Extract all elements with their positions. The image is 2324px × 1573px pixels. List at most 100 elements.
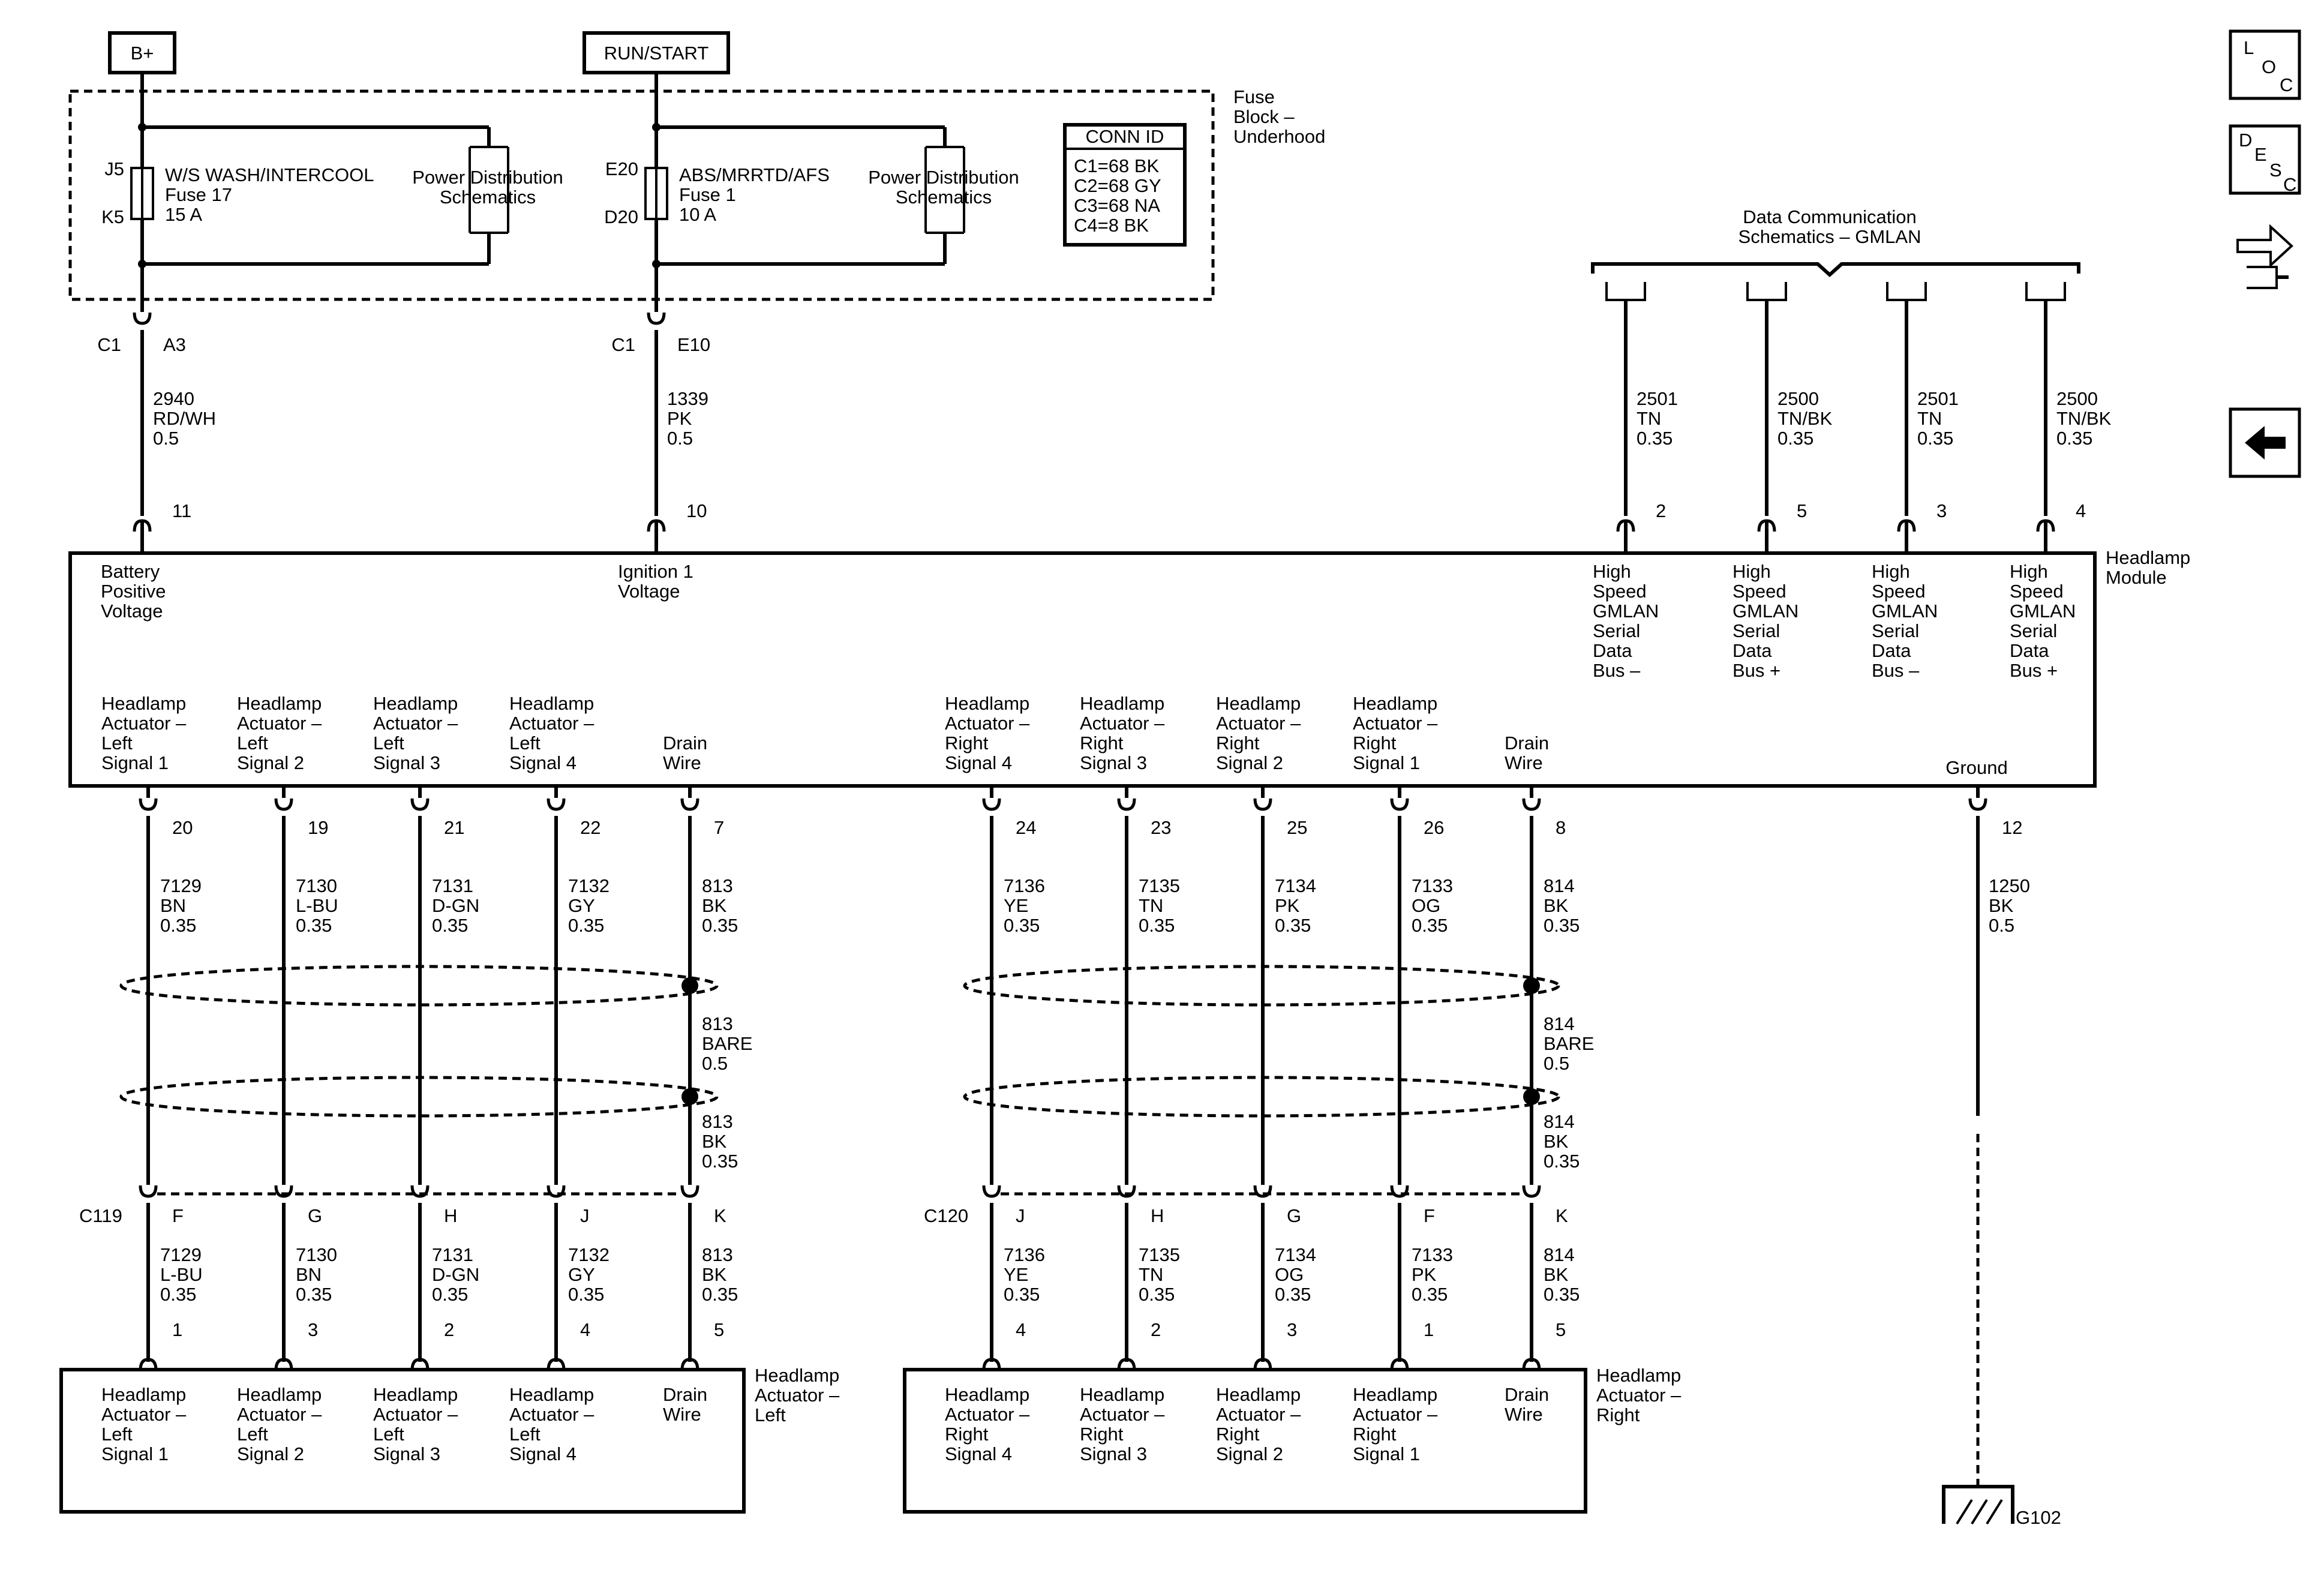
inline-terminal [1117, 1185, 1136, 1198]
fuse-label: Fuse 1 [679, 184, 736, 205]
actuator-name: Headlamp [1596, 1365, 1681, 1386]
c1-terminal [647, 312, 666, 325]
circuit-label: 7136 [1004, 875, 1045, 896]
circuit-label: 0.35 [1544, 915, 1580, 936]
module-pin-label: Voltage [101, 601, 163, 622]
module-name: Module [2106, 567, 2167, 588]
data-comm-stub [1886, 282, 1927, 301]
back-arrow-icon[interactable] [2229, 407, 2301, 478]
circuit-label: L-BU [296, 895, 338, 916]
circuit-label: 1339 [667, 388, 708, 409]
module-pin-label: Right [945, 733, 989, 754]
module-pin-label: Actuator – [509, 713, 594, 734]
actuator-pin-label: Wire [663, 1404, 701, 1425]
actuator-pin-label: Headlamp [237, 1384, 322, 1405]
module-pin-label: Speed [1733, 581, 1786, 602]
circuit-label: 0.35 [568, 915, 604, 936]
module-pin-label: Serial [2010, 620, 2057, 641]
actuator-name: Left [755, 1404, 786, 1425]
data-comm-stub [1605, 282, 1646, 301]
inline-pin: K [1556, 1205, 1568, 1226]
actuator-pin: 5 [1556, 1319, 1566, 1340]
module-terminal [274, 798, 293, 811]
actuator-pin-label: Headlamp [1353, 1384, 1437, 1405]
circuit-label: PK [667, 408, 692, 429]
drain-splice [1523, 977, 1540, 994]
actuator-name: Right [1596, 1404, 1640, 1425]
module-pin-label: Battery [101, 561, 160, 582]
actuator-terminal [1390, 1358, 1409, 1371]
circuit-label: 7135 [1139, 875, 1180, 896]
fuse-label: ABS/MRRTD/AFS [679, 164, 830, 185]
actuator-terminal [274, 1358, 293, 1371]
actuator-pin: 4 [580, 1319, 590, 1340]
inline-connector-name: C120 [924, 1205, 968, 1226]
gmlan-circuit-label: 2501 [1637, 388, 1678, 409]
circuit-label: PK [1275, 895, 1300, 916]
circuit-label: OG [1275, 1264, 1304, 1285]
actuator-name: Actuator – [755, 1385, 840, 1406]
circuit-label: 7132 [568, 875, 609, 896]
actuator-name: Headlamp [755, 1365, 839, 1386]
circuit-label: 0.35 [568, 1284, 604, 1305]
circuit-label: 7136 [1004, 1244, 1045, 1265]
circuit-label: 0.35 [1004, 1284, 1040, 1305]
module-pin-label: Serial [1872, 620, 1919, 641]
actuator-pin-label: Right [1080, 1424, 1124, 1445]
actuator-pin: 1 [1424, 1319, 1434, 1340]
actuator-pin-label: Actuator – [237, 1404, 322, 1425]
gmlan-circuit-label: 0.35 [1917, 428, 1953, 449]
conn-id-box [1063, 123, 1187, 247]
module-pin-label: Actuator – [1353, 713, 1438, 734]
inline-pin: F [1424, 1205, 1435, 1226]
module-pin-label: Speed [1593, 581, 1647, 602]
desc-icon[interactable] [2229, 124, 2301, 195]
circuit-label: 814 [1544, 875, 1575, 896]
ground-circuit-label: BK [1989, 895, 2014, 916]
inline-terminal [1522, 1185, 1541, 1198]
actuator-pin-label: Signal 1 [101, 1443, 169, 1464]
shield-ellipse [963, 965, 1560, 1007]
circuit-label: 7131 [432, 875, 473, 896]
back-arrow-icon[interactable] [2245, 426, 2286, 460]
circuit-label: 0.35 [1544, 1284, 1580, 1305]
module-pin-label: Right [1216, 733, 1260, 754]
module-pin-label: Data [1593, 640, 1632, 661]
module-pin: 20 [172, 817, 193, 838]
actuator-name: Actuator – [1596, 1385, 1682, 1406]
module-pin-label: Wire [1505, 752, 1543, 773]
actuator-terminal [547, 1358, 566, 1371]
module-terminal [1522, 798, 1541, 811]
module-pin: 19 [308, 817, 328, 838]
module-pin-label: Signal 1 [1353, 752, 1420, 773]
module-pin-label: Headlamp [1353, 693, 1437, 714]
inline-pin: J [580, 1205, 590, 1226]
actuator-pin-label: Signal 4 [509, 1443, 577, 1464]
ground-hatch [1971, 1499, 1988, 1525]
drain-splice [681, 977, 698, 994]
circuit-label: 7130 [296, 875, 337, 896]
module-pin-label: Left [237, 733, 268, 754]
circuit-label: 0.5 [667, 428, 693, 449]
conn-id-row: C1=68 BK [1074, 155, 1160, 176]
module-pin: 22 [580, 817, 600, 838]
drain-label: 813 [702, 1111, 733, 1132]
circuit-label: PK [1412, 1264, 1437, 1285]
inline-pin: G [1287, 1205, 1301, 1226]
module-pin-label: Actuator – [101, 713, 187, 734]
drain-label: 0.35 [1544, 1151, 1580, 1172]
module-pin: 3 [1936, 500, 1947, 521]
pds-symbol [924, 146, 965, 234]
actuator-pin-label: Drain [1505, 1384, 1549, 1405]
loc-icon[interactable] [2229, 29, 2301, 100]
shield-ellipse [119, 1076, 719, 1118]
loc-icon-letter: C [2280, 74, 2293, 95]
data-comm-stub [1746, 282, 1787, 301]
drain-label: 814 [1544, 1111, 1575, 1132]
actuator-pin-label: Right [1353, 1424, 1397, 1445]
actuator-pin-label: Actuator – [945, 1404, 1030, 1425]
module-pin-label: Speed [2010, 581, 2064, 602]
module-terminal [410, 798, 430, 811]
c1-terminal [133, 312, 152, 325]
inline-pin: F [172, 1205, 184, 1226]
